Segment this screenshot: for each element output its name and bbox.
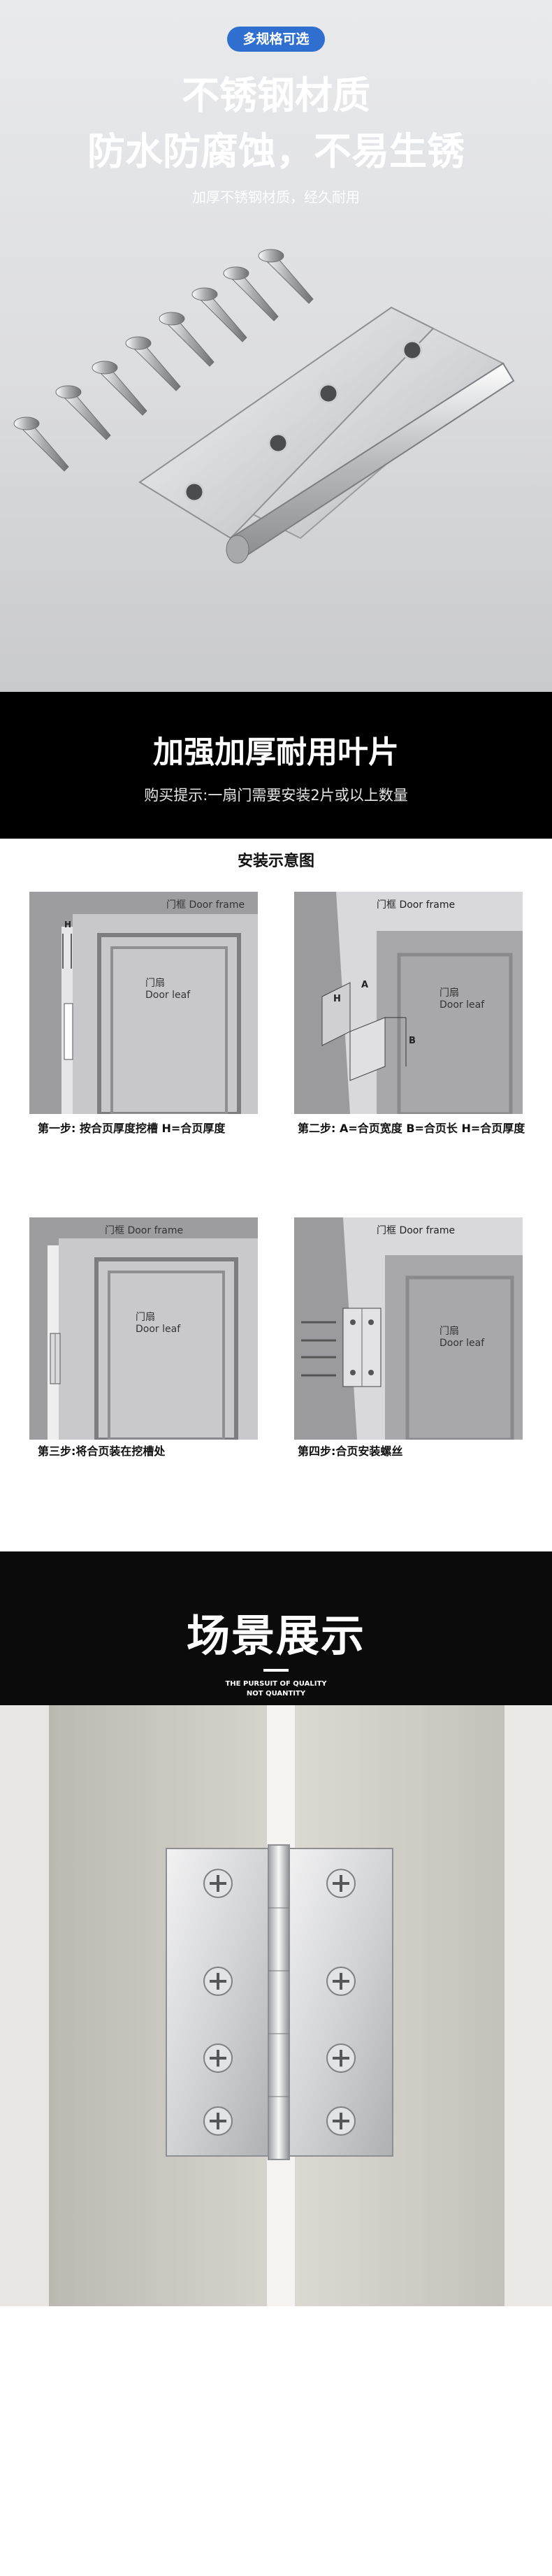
- hero-title-line2: 防水防腐蚀，不易生锈: [87, 129, 465, 173]
- door-frame-label: 门框 Door frame: [377, 899, 456, 911]
- dim-b-label: B: [409, 1036, 416, 1046]
- screw-icon: [223, 266, 279, 321]
- cross-screw-icon: [203, 1869, 233, 1898]
- scene-header: 场景展示 THE PURSUIT OF QUALITY NOT QUANTITY: [0, 1551, 552, 1705]
- door-leaf-label-cn: 门扇: [136, 1312, 155, 1323]
- door-leaf-label-cn: 门扇: [440, 987, 459, 999]
- cross-screw-icon: [326, 1869, 356, 1898]
- spec-badge: 多规格可选: [227, 27, 325, 52]
- install-step3-panel: 门框 Door frame 门扇 Door leaf: [29, 1217, 258, 1440]
- cross-screw-icon: [203, 2043, 233, 2073]
- tagline-line1: THE PURSUIT OF QUALITY: [225, 1680, 327, 1688]
- door-leaf-label-en: Door leaf: [136, 1324, 181, 1335]
- tagline-line2: NOT QUANTITY: [246, 1690, 306, 1698]
- screw-icon: [92, 361, 147, 416]
- dim-h-label: H: [64, 920, 72, 929]
- scene-title: 场景展示: [186, 1610, 365, 1661]
- dim-a-label: A: [361, 980, 369, 990]
- door-leaf-label-cn: 门扇: [440, 1326, 459, 1337]
- door-frame-label: 门框 Door frame: [105, 1225, 184, 1236]
- hero-section: 多规格可选 不锈钢材质 防水防腐蚀，不易生锈 加厚不锈钢材质，经久耐用: [0, 0, 552, 692]
- install-step1-caption: 第一步: 按合页厚度挖槽 H=合页厚度: [38, 1122, 226, 1135]
- thicken-title: 加强加厚耐用叶片: [153, 735, 399, 770]
- screw-icon: [55, 385, 111, 440]
- cross-screw-icon: [326, 2106, 356, 2136]
- install-step4-caption: 第四步:合页安装螺丝: [298, 1445, 403, 1458]
- cross-screw-icon: [203, 1967, 233, 1996]
- install-step2-caption: 第二步: A=合页宽度 B=合页长 H=合页厚度: [298, 1122, 525, 1135]
- install-title: 安装示意图: [237, 853, 314, 870]
- screw-icon: [13, 417, 69, 472]
- door-leaf-label-en: Door leaf: [145, 990, 191, 1001]
- scene-photo: [0, 1705, 552, 2576]
- door-frame-label: 门框 Door frame: [166, 899, 245, 911]
- door-frame-label: 门框 Door frame: [377, 1225, 456, 1236]
- screw-icon: [159, 312, 215, 367]
- install-section: 安装示意图 门框 Door frame 门扇 Door leaf H 第一步: …: [0, 839, 552, 1551]
- screws-group: [13, 249, 314, 472]
- door-leaf-label-cn: 门扇: [145, 978, 165, 989]
- screw-icon: [258, 249, 314, 304]
- install-step4-panel: 门框 Door frame 门扇 Door leaf: [294, 1217, 523, 1440]
- dim-h-label: H: [333, 994, 341, 1004]
- hero-title-line1: 不锈钢材质: [182, 73, 370, 117]
- title-divider: [263, 1669, 289, 1672]
- thicken-section: 加强加厚耐用叶片 购买提示:一扇门需要安装2片或以上数量: [0, 692, 552, 839]
- door-leaf-label-en: Door leaf: [440, 999, 485, 1011]
- hinge-and-screws-illustration: [13, 249, 515, 564]
- screw-icon: [125, 336, 181, 391]
- hero-subtitle: 加厚不锈钢材质，经久耐用: [192, 189, 360, 205]
- purchase-tip: 购买提示:一扇门需要安装2片或以上数量: [144, 787, 408, 804]
- cross-screw-icon: [326, 1967, 356, 1996]
- install-step3-caption: 第三步:将合页装在挖槽处: [38, 1445, 166, 1458]
- cross-screw-icon: [326, 2043, 356, 2073]
- cross-screw-icon: [203, 2106, 233, 2136]
- install-step1-panel: 门框 Door frame 门扇 Door leaf H: [29, 892, 258, 1114]
- door-leaf-label-en: Door leaf: [440, 1338, 485, 1349]
- install-step2-panel: 门框 Door frame 门扇 Door leaf H A B: [294, 892, 523, 1114]
- screw-icon: [191, 287, 247, 342]
